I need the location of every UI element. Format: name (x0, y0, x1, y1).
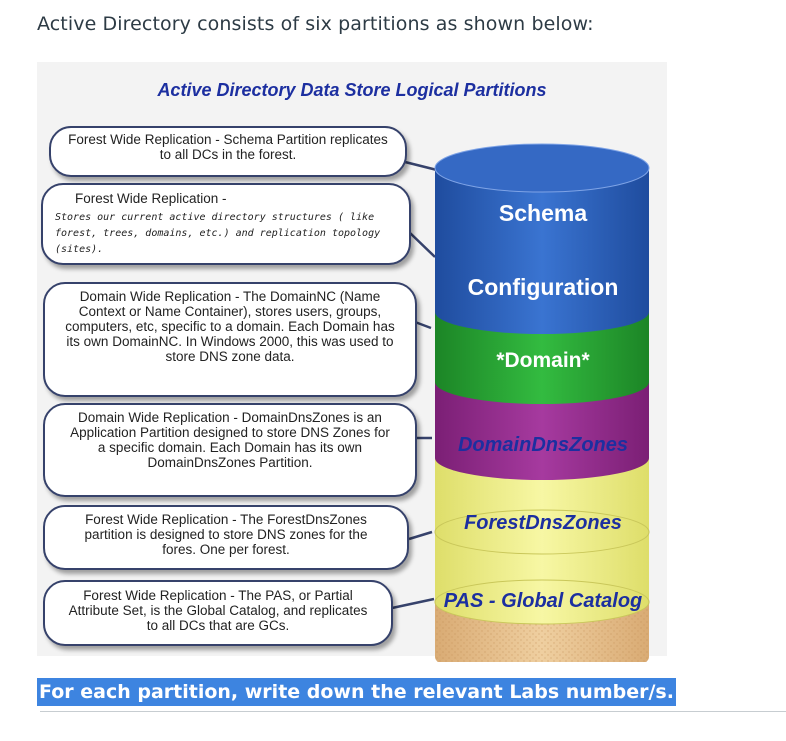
intro-text: Active Directory consists of six partiti… (37, 13, 594, 35)
callout-pas-text: Forest Wide Replication - The PAS, or Pa… (68, 588, 368, 633)
connector-configuration (408, 231, 436, 258)
partition-label-domaindnszones: DomainDnsZones (457, 434, 629, 456)
cylinder-domain (435, 382, 649, 480)
answer-box-top-border (40, 711, 786, 712)
callout-schema-text: Forest Wide Replication - Schema Partiti… (68, 132, 388, 162)
callout-schema: Forest Wide Replication - Schema Partiti… (49, 126, 407, 177)
cylinder-schema (434, 143, 650, 334)
callout-domain: Domain Wide Replication - The DomainNC (… (43, 282, 417, 397)
partition-label-configuration: Configuration (467, 274, 619, 300)
partition-label-pas: PAS - Global Catalog (443, 590, 643, 612)
callout-configuration-heading: Forest Wide Replication - (75, 191, 227, 206)
partition-label-domain: *Domain* (496, 349, 590, 372)
connector-schema (404, 160, 438, 172)
diagram-title: Active Directory Data Store Logical Part… (157, 80, 547, 100)
question-prompt: For each partition, write down the relev… (37, 678, 676, 706)
partition-label-forestdnszones: ForestDnsZones (464, 512, 622, 534)
callout-configuration: Forest Wide Replication - Stores our cur… (41, 183, 411, 265)
callout-configuration-note: Stores our current active directory stru… (55, 212, 381, 255)
connector-domain (414, 320, 432, 330)
callout-forestdnszones-text: Forest Wide Replication - The ForestDnsZ… (84, 512, 368, 557)
partition-cylinder-stack (434, 143, 650, 662)
callout-domaindnszones: Domain Wide Replication - DomainDnsZones… (43, 403, 417, 497)
callout-connectors (391, 160, 438, 610)
cylinder-forestdnszones (434, 532, 650, 625)
cylinder-domaindnszones (434, 458, 650, 555)
cylinder-configuration (435, 312, 649, 404)
connector-pas (391, 597, 435, 610)
callout-pas: Forest Wide Replication - The PAS, or Pa… (43, 580, 393, 646)
partition-label-schema: Schema (498, 200, 588, 226)
partitions-diagram: Active Directory Data Store Logical Part… (37, 62, 667, 662)
callout-forestdnszones: Forest Wide Replication - The ForestDnsZ… (43, 505, 409, 570)
connector-forestdnszones (408, 530, 433, 541)
callout-domain-text: Domain Wide Replication - The DomainNC (… (65, 289, 395, 364)
callout-domaindnszones-text: Domain Wide Replication - DomainDnsZones… (70, 410, 390, 470)
